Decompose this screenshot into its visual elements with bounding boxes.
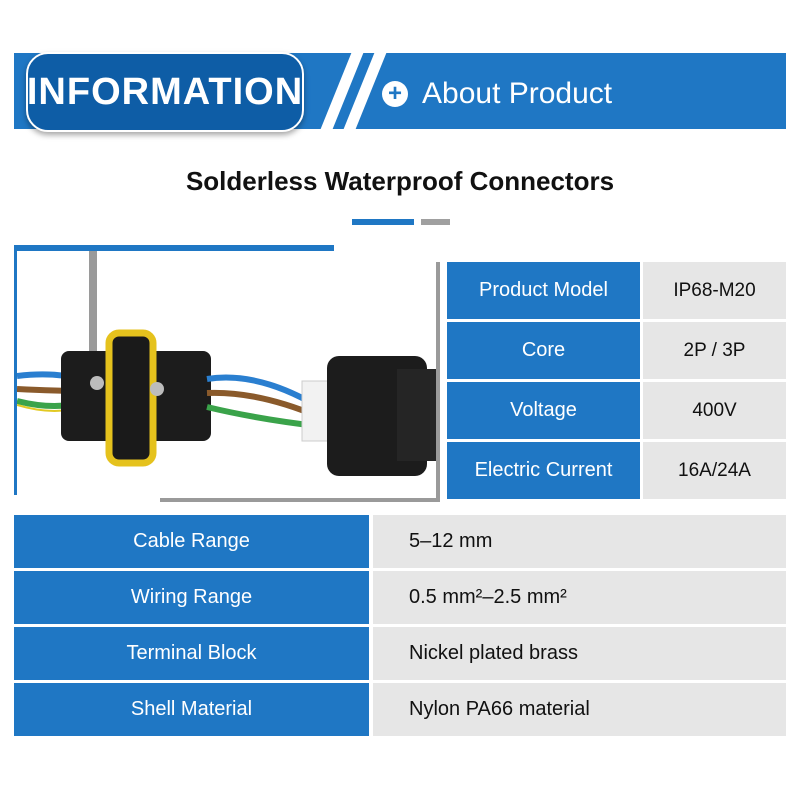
detail-value: Nickel plated brass [373, 627, 786, 680]
information-badge: INFORMATION [26, 52, 304, 132]
plus-circle-icon: + [382, 81, 408, 107]
detail-value: 5–12 mm [373, 515, 786, 568]
spec-label: Core [447, 322, 640, 379]
photo-frame-left [14, 245, 17, 495]
spec-row: Core 2P / 3P [447, 322, 786, 379]
photo-frame-top [14, 245, 334, 251]
detail-label: Wiring Range [14, 571, 369, 624]
connector-illustration [16, 251, 436, 476]
about-product-heading: + About Product [382, 72, 612, 116]
terminal-screw [90, 376, 104, 390]
photo-frame-right [436, 262, 440, 502]
title-underline-gray [421, 219, 450, 225]
detail-row: Wiring Range 0.5 mm²–2.5 mm² [14, 571, 786, 624]
detail-label: Cable Range [14, 515, 369, 568]
spec-value: IP68-M20 [643, 262, 786, 319]
spec-label: Electric Current [447, 442, 640, 499]
spec-value: 2P / 3P [643, 322, 786, 379]
spec-row: Voltage 400V [447, 382, 786, 439]
page-title: Solderless Waterproof Connectors [185, 166, 615, 196]
terminal-screw [150, 382, 164, 396]
spec-row: Product Model IP68-M20 [447, 262, 786, 319]
connector-thread-right [397, 369, 436, 461]
detail-row: Shell Material Nylon PA66 material [14, 683, 786, 736]
photo-frame-bottom [160, 498, 440, 502]
detail-table: Cable Range 5–12 mm Wiring Range 0.5 mm²… [14, 513, 786, 740]
detail-value: Nylon PA66 material [373, 683, 786, 736]
spec-label: Product Model [447, 262, 640, 319]
spec-label: Voltage [447, 382, 640, 439]
spec-value: 400V [643, 382, 786, 439]
detail-label: Terminal Block [14, 627, 369, 680]
detail-row: Cable Range 5–12 mm [14, 515, 786, 568]
about-product-label: About Product [422, 77, 613, 110]
detail-value: 0.5 mm²–2.5 mm² [373, 571, 786, 624]
spec-value: 16A/24A [643, 442, 786, 499]
detail-label: Shell Material [14, 683, 369, 736]
yellow-gasket [105, 329, 157, 467]
spec-row: Electric Current 16A/24A [447, 442, 786, 499]
screwdriver-shaft [89, 251, 97, 361]
product-photo [16, 251, 436, 498]
title-underline-blue [352, 219, 414, 225]
detail-row: Terminal Block Nickel plated brass [14, 627, 786, 680]
